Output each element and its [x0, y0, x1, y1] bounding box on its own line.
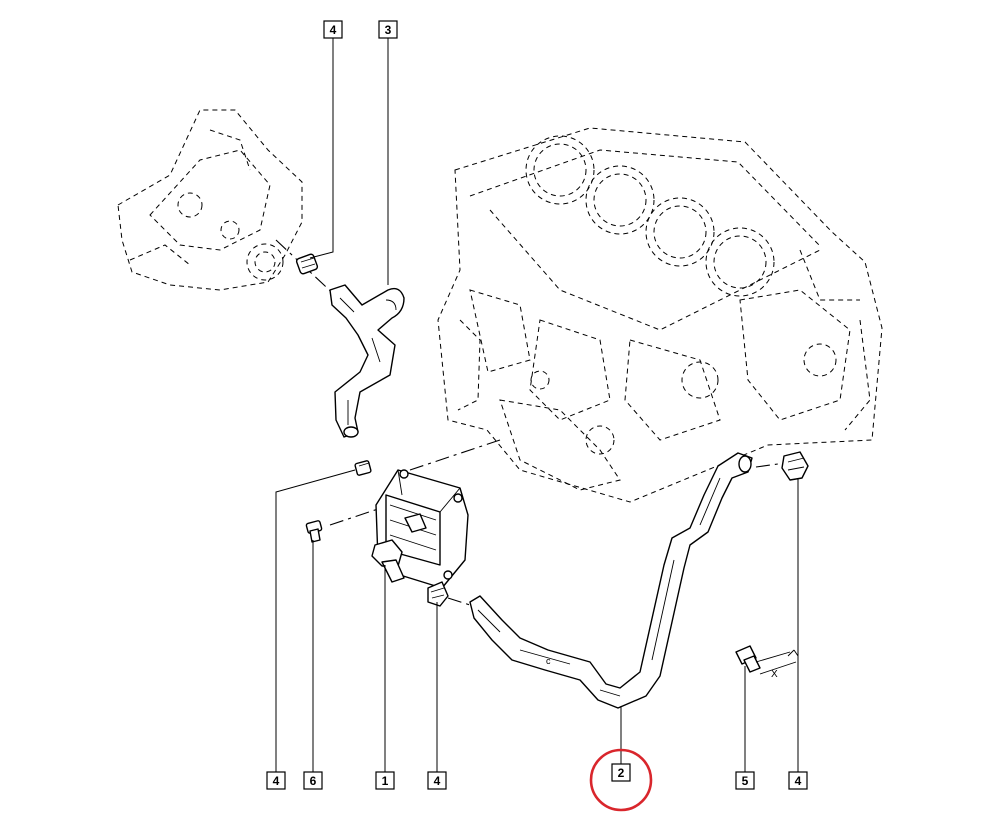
alignment-line	[329, 504, 391, 526]
hose-clip-lower	[427, 581, 449, 607]
svg-text:4: 4	[795, 774, 802, 788]
svg-text:6: 6	[310, 774, 317, 788]
callout-5: 5	[735, 771, 755, 790]
callout-2: 2	[611, 763, 631, 782]
engine-block	[437, 127, 883, 503]
svg-text:1: 1	[382, 774, 389, 788]
alignment-line	[755, 462, 786, 468]
coolant-hose-upper	[329, 284, 405, 438]
callout-4-right: 4	[788, 771, 808, 790]
hose-clip-cooler	[354, 460, 372, 476]
x-mark: X	[771, 669, 778, 680]
callout-6: 6	[303, 771, 323, 790]
thermostat-housing	[117, 109, 303, 291]
leader-lines	[275, 38, 799, 772]
highlight-circle	[589, 748, 653, 812]
svg-text:5: 5	[742, 774, 749, 788]
oil-cooler	[371, 469, 469, 589]
svg-text:3: 3	[385, 23, 392, 37]
svg-text:2: 2	[618, 766, 625, 780]
callout-4-top: 4	[323, 20, 343, 39]
callout-4-mid: 4	[427, 771, 447, 790]
bolt-5: X	[735, 645, 799, 680]
svg-text:4: 4	[273, 774, 280, 788]
callout-1: 1	[375, 771, 395, 790]
hose-clip-top	[295, 253, 319, 275]
alignment-line	[409, 439, 501, 471]
callout-4-left: 4	[266, 771, 286, 790]
hose-mark: c	[546, 656, 551, 666]
coolant-hose-lower	[469, 452, 753, 709]
alignment-line	[447, 597, 471, 606]
hose-clip-right	[781, 451, 809, 481]
bolt-6	[305, 520, 323, 543]
callout-3-top: 3	[378, 20, 398, 39]
svg-text:4: 4	[330, 23, 337, 37]
svg-text:4: 4	[434, 774, 441, 788]
